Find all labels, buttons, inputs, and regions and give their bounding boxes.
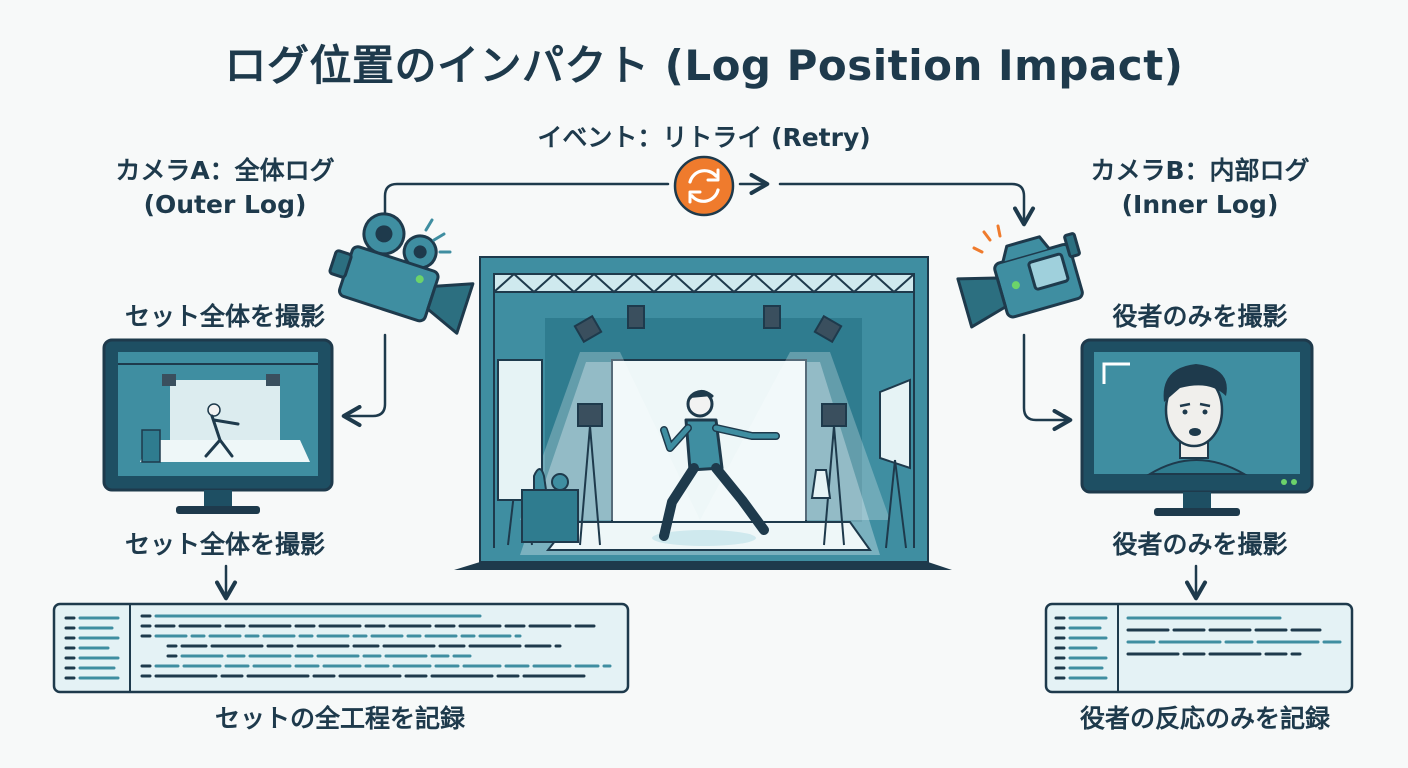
camera-a-log-caption: セットの全工程を記録 — [214, 704, 465, 733]
camera-a-title: カメラA：全体ログ (Outer Log) — [80, 154, 370, 222]
softbox-right — [879, 378, 911, 470]
camera-b-caption-bottom: 役者のみを撮影 — [1112, 530, 1288, 559]
event-flow-arrows — [214, 172, 1208, 601]
arrow-retry-in — [383, 182, 670, 224]
prop-table — [521, 489, 579, 543]
camera-a-signal-lines — [424, 218, 452, 254]
page-title: ログ位置のインパクト (Log Position Impact) — [224, 41, 1184, 90]
camera-a-title-line2: (Outer Log) — [143, 190, 307, 219]
arrow-camera-a-to-monitor — [341, 333, 387, 428]
film-camera-icon — [328, 212, 475, 335]
studio-scene — [454, 256, 952, 570]
camera-b-signal-lines — [972, 224, 1002, 254]
log-panel-a — [52, 602, 630, 694]
camera-b-caption-top: 役者のみを撮影 — [1112, 302, 1288, 331]
camera-a-title-line1: カメラA：全体ログ — [115, 156, 335, 185]
monitor-a — [102, 338, 334, 514]
log-panel-b — [1044, 602, 1354, 694]
hanging-lights — [573, 305, 843, 344]
actor-figure — [652, 390, 780, 546]
camera-a-caption-top: セット全体を撮影 — [124, 302, 325, 331]
camera-b-title-line1: カメラB：内部ログ — [1090, 156, 1310, 185]
lighting-truss — [493, 272, 915, 548]
refresh-icon — [673, 155, 735, 217]
arrow-to-camera-b — [778, 182, 1036, 227]
camera-a-caption-bottom: セット全体を撮影 — [124, 530, 325, 559]
camera-b-log-caption: 役者の反応のみを記録 — [1079, 704, 1330, 733]
video-camera-icon — [956, 232, 1084, 329]
camera-b-title: カメラB：内部ログ (Inner Log) — [1050, 154, 1350, 222]
camera-b-title-line2: (Inner Log) — [1121, 190, 1279, 219]
monitor-b — [1080, 338, 1314, 516]
arrow-camera-b-to-monitor — [1022, 333, 1073, 432]
event-label: イベント：リトライ (Retry) — [537, 123, 871, 152]
